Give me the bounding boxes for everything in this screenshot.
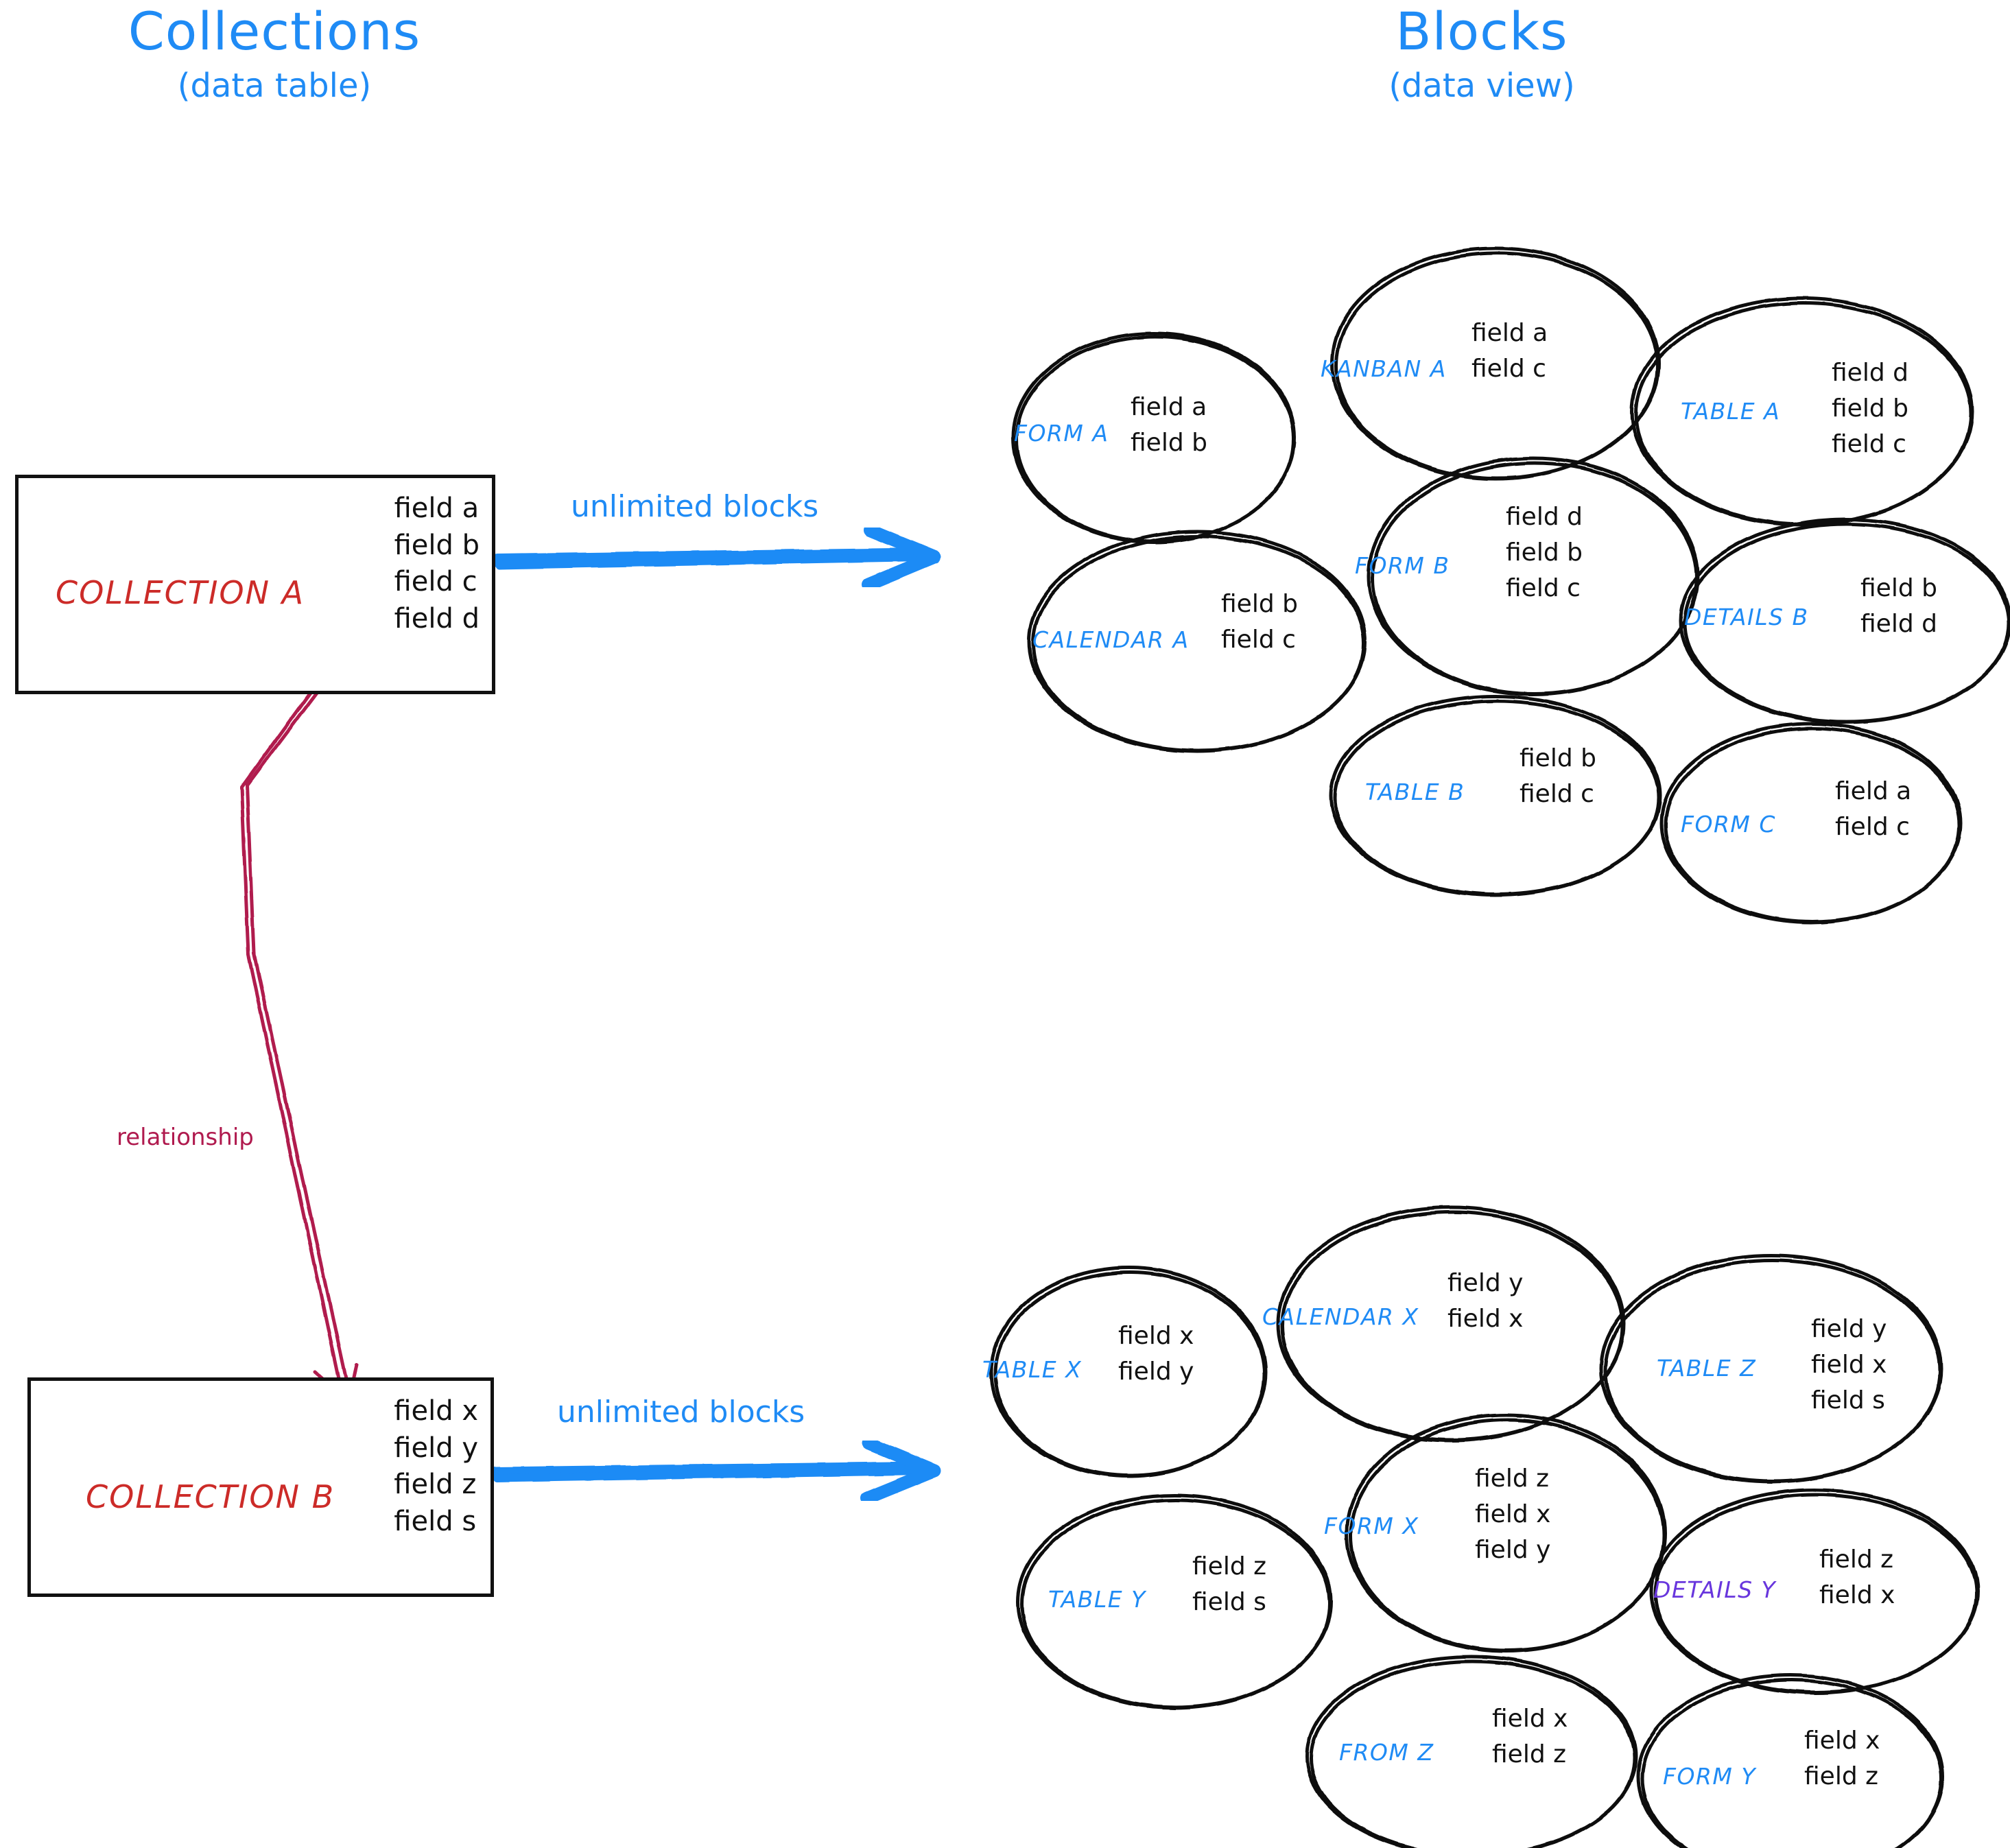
block-from-z-fields: field x field z (1492, 1701, 1568, 1773)
field-item: field x (1118, 1322, 1194, 1350)
collection-a-name: COLLECTION A (56, 574, 305, 611)
block-form-b-label: FORM B (1355, 552, 1450, 579)
field-item: field c (1835, 813, 1910, 842)
block-form-c-fields: field a field c (1835, 774, 1911, 845)
field-item: field b (1131, 429, 1207, 458)
field-item: field z (394, 1469, 477, 1501)
block-form-a-label: FORM A (1014, 420, 1109, 447)
field-item: field z (1192, 1552, 1267, 1580)
collection-a-fields: field a field b field c field d (394, 490, 480, 637)
block-calendar-a-fields: field b field c (1221, 587, 1298, 658)
heading-collections-title: Collections (128, 1, 421, 62)
field-item: field x (394, 1395, 478, 1427)
field-item: field c (394, 566, 477, 598)
block-table-a-fields: field d field b field c (1832, 355, 1908, 463)
field-item: field x (1819, 1581, 1895, 1610)
arrow-unlimited-blocks-bottom (488, 1436, 941, 1505)
block-table-z-label: TABLE Z (1657, 1355, 1757, 1382)
heading-blocks-title: Blocks (1395, 1, 1568, 62)
field-item: field s (1811, 1386, 1885, 1415)
block-details-y-label: DETAILS Y (1653, 1576, 1777, 1603)
block-kanban-a-label: KANBAN A (1321, 355, 1447, 382)
heading-blocks: Blocks (data view) (1235, 4, 1729, 103)
block-calendar-a-label: CALENDAR A (1032, 626, 1190, 653)
collection-a-box[interactable]: COLLECTION A field a field b field c fie… (15, 475, 495, 694)
heading-collections-subtitle: (data table) (177, 66, 372, 105)
field-item: field y (1447, 1269, 1524, 1297)
collection-b-box[interactable]: COLLECTION B field x field y field z fie… (27, 1377, 494, 1597)
field-item: field d (1832, 359, 1908, 387)
field-item: field a (1835, 777, 1912, 805)
block-form-c-label: FORM C (1681, 811, 1776, 838)
field-item: field d (394, 602, 480, 635)
field-item: field a (1131, 393, 1207, 421)
block-table-b-fields: field b field c (1520, 741, 1596, 812)
block-form-x-label: FORM X (1324, 1513, 1419, 1539)
field-item: field z (1492, 1740, 1567, 1769)
heading-collections: Collections (data table) (41, 4, 508, 103)
field-item: field a (1471, 319, 1548, 347)
block-table-a-label: TABLE A (1681, 398, 1781, 425)
field-item: field d (1860, 610, 1937, 639)
block-kanban-a-fields: field a field c (1471, 316, 1548, 387)
block-calendar-x-label: CALENDAR X (1262, 1303, 1419, 1330)
field-item: field x (1492, 1705, 1568, 1733)
field-item: field b (394, 529, 480, 561)
block-form-b-fields: field d field b field c (1506, 499, 1583, 607)
field-item: field y (1811, 1315, 1887, 1343)
block-from-z-label: FROM Z (1339, 1739, 1434, 1766)
field-item: field x (1811, 1351, 1887, 1379)
field-item: field b (1520, 744, 1596, 772)
field-item: field b (1860, 574, 1937, 602)
block-calendar-x-fields: field y field x (1447, 1266, 1523, 1337)
block-form-y-label: FORM Y (1663, 1763, 1757, 1790)
block-table-b-label: TABLE B (1365, 779, 1465, 805)
block-details-b-label: DETAILS B (1684, 604, 1809, 630)
field-item: field c (1506, 574, 1581, 603)
field-item: field y (394, 1432, 478, 1464)
field-item: field s (394, 1505, 477, 1537)
field-item: field c (1471, 355, 1546, 383)
bottom-block-outlines (989, 1205, 1980, 1848)
field-item: field d (1506, 503, 1583, 531)
relationship-connector (239, 663, 359, 1403)
field-item: field z (1804, 1762, 1879, 1791)
field-item: field x (1447, 1305, 1524, 1334)
block-table-x-fields: field x field y (1118, 1318, 1194, 1390)
field-item: field x (1475, 1500, 1551, 1529)
field-item: field s (1192, 1588, 1266, 1617)
top-block-outlines (1011, 246, 2010, 925)
field-item: field c (1221, 626, 1296, 654)
collection-b-name: COLLECTION B (86, 1478, 335, 1515)
block-details-b-fields: field b field d (1860, 571, 1937, 642)
field-item: field a (394, 493, 480, 524)
block-table-z-fields: field y field x field s (1811, 1312, 1887, 1419)
field-item: field b (1832, 394, 1908, 423)
field-item: field b (1506, 538, 1583, 567)
field-item: field c (1520, 780, 1594, 809)
block-table-y-label: TABLE Y (1048, 1586, 1146, 1613)
field-item: field y (1118, 1358, 1194, 1386)
block-form-a-fields: field a field b (1131, 390, 1207, 461)
field-item: field x (1804, 1727, 1880, 1755)
block-form-x-fields: field z field x field y (1475, 1461, 1550, 1569)
arrow-bottom-label: unlimited blocks (557, 1395, 805, 1430)
block-details-y-fields: field z field x (1819, 1542, 1895, 1613)
heading-blocks-subtitle: (data view) (1388, 66, 1575, 105)
block-table-y-fields: field z field s (1192, 1549, 1266, 1620)
field-item: field c (1832, 430, 1906, 459)
field-item: field z (1819, 1545, 1894, 1574)
relationship-label: relationship (117, 1124, 254, 1151)
field-item: field b (1221, 590, 1298, 618)
block-form-y-fields: field x field z (1804, 1723, 1880, 1794)
collection-b-fields: field x field y field z field s (394, 1393, 478, 1540)
field-item: field y (1475, 1536, 1551, 1565)
block-table-x-label: TABLE X (982, 1356, 1083, 1383)
arrow-top-label: unlimited blocks (571, 489, 819, 524)
arrow-unlimited-blocks-top (490, 523, 941, 591)
field-item: field z (1475, 1465, 1550, 1493)
